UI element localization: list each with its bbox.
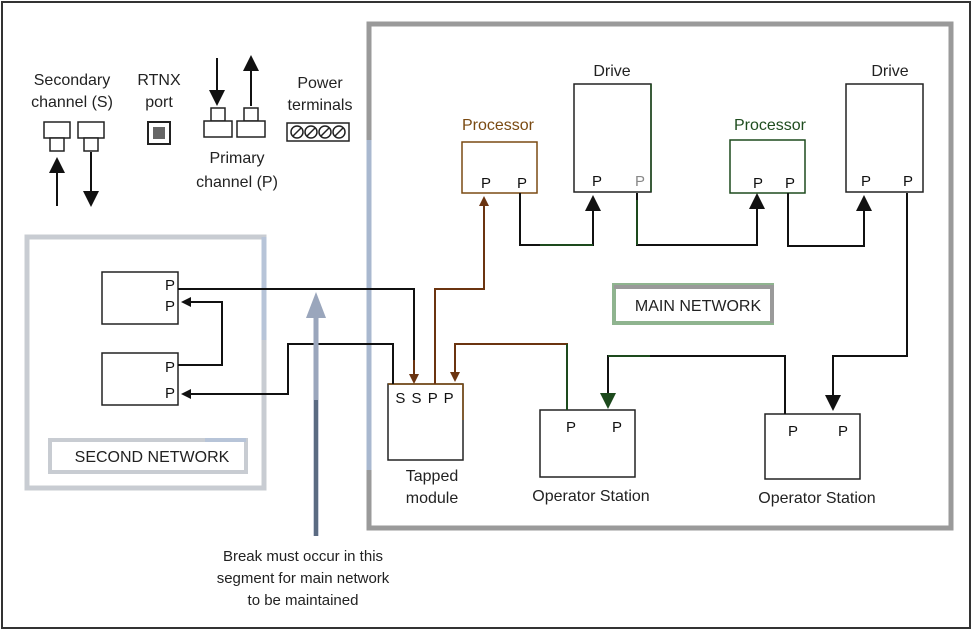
- tapped-module-box: [387, 383, 464, 461]
- break-indicator-arrowhead: [306, 292, 326, 318]
- second-device-top-port-2: P: [165, 298, 175, 315]
- operator-station-left-port-2: P: [612, 419, 622, 436]
- processor-right-box: [729, 139, 806, 194]
- break-note-line-3: to be maintained: [248, 592, 359, 609]
- drive-right-box: [845, 83, 924, 193]
- operator-station-left-port-1: P: [566, 419, 576, 436]
- link-second-top-to-tapped: [178, 288, 415, 380]
- drive-left-port-1: P: [592, 173, 602, 190]
- link-drive-right-to-operator-right: [825, 193, 908, 411]
- drive-left-box: [573, 83, 652, 193]
- operator-station-right-label: Operator Station: [758, 490, 875, 507]
- power-terminals-icon: [286, 122, 350, 142]
- tapped-module-label-1: Tapped: [406, 468, 459, 485]
- processor-right-port-1: P: [753, 175, 763, 192]
- second-device-top-box: [101, 271, 179, 325]
- drive-right-title: Drive: [871, 63, 908, 80]
- operator-station-right-port-2: P: [838, 423, 848, 440]
- processor-right-title: Processor: [734, 117, 807, 134]
- operator-station-right-box: [764, 413, 861, 480]
- operator-station-right-port-1: P: [788, 423, 798, 440]
- link-operator-right-to-operator-left: [600, 355, 786, 414]
- tapped-module-label-2: module: [406, 490, 459, 507]
- drive-right-port-2: P: [903, 173, 913, 190]
- secondary-connector-icon: [43, 121, 105, 152]
- processor-left-port-1: P: [481, 175, 491, 192]
- primary-channel-label-1: Primary: [209, 150, 264, 167]
- break-note-line-2: segment for main network: [217, 570, 390, 587]
- drive-left-port-2: P: [635, 173, 645, 190]
- power-terminals-label-1: Power: [297, 75, 343, 92]
- processor-right-port-2: P: [785, 175, 795, 192]
- secondary-channel-label-1: Secondary: [34, 72, 111, 89]
- second-device-bottom-port-2: P: [165, 385, 175, 402]
- link-tapped-to-second-bottom: [181, 343, 394, 399]
- drive-right-port-1: P: [861, 173, 871, 190]
- tapped-module-ports: S S P P: [395, 390, 454, 407]
- link-processor-right-to-drive-right: [787, 193, 872, 247]
- second-device-top-port-1: P: [165, 277, 175, 294]
- link-operator-left-to-tapped: [450, 343, 568, 410]
- secondary-channel-label-2: channel (S): [31, 94, 113, 111]
- link-drive-left-to-processor-right: [636, 193, 765, 246]
- link-tapped-to-processor-left: [434, 196, 489, 384]
- processor-left-port-2: P: [517, 175, 527, 192]
- rtnx-port-icon: [147, 121, 171, 145]
- operator-station-left-label: Operator Station: [532, 488, 649, 505]
- second-network-region: [24, 234, 267, 491]
- second-network-label: SECOND NETWORK: [75, 449, 230, 466]
- processor-left-title: Processor: [462, 117, 535, 134]
- rtnx-port-label-2: port: [145, 94, 173, 111]
- link-second-internal: [178, 297, 223, 366]
- operator-station-left-box: [539, 409, 636, 478]
- link-processor-to-drive-left: [519, 193, 601, 246]
- power-terminals-label-2: terminals: [288, 97, 353, 114]
- processor-left-box: [461, 141, 538, 194]
- break-note-line-1: Break must occur in this: [223, 548, 383, 565]
- rtnx-port-label-1: RTNX: [137, 72, 181, 89]
- second-network-label-box: [48, 438, 248, 474]
- second-device-bottom-box: [101, 352, 179, 406]
- drive-left-title: Drive: [593, 63, 630, 80]
- primary-channel-label-2: channel (P): [196, 174, 278, 191]
- primary-connector-icon: [203, 107, 266, 138]
- second-device-bottom-port-1: P: [165, 359, 175, 376]
- main-network-label: MAIN NETWORK: [635, 298, 762, 315]
